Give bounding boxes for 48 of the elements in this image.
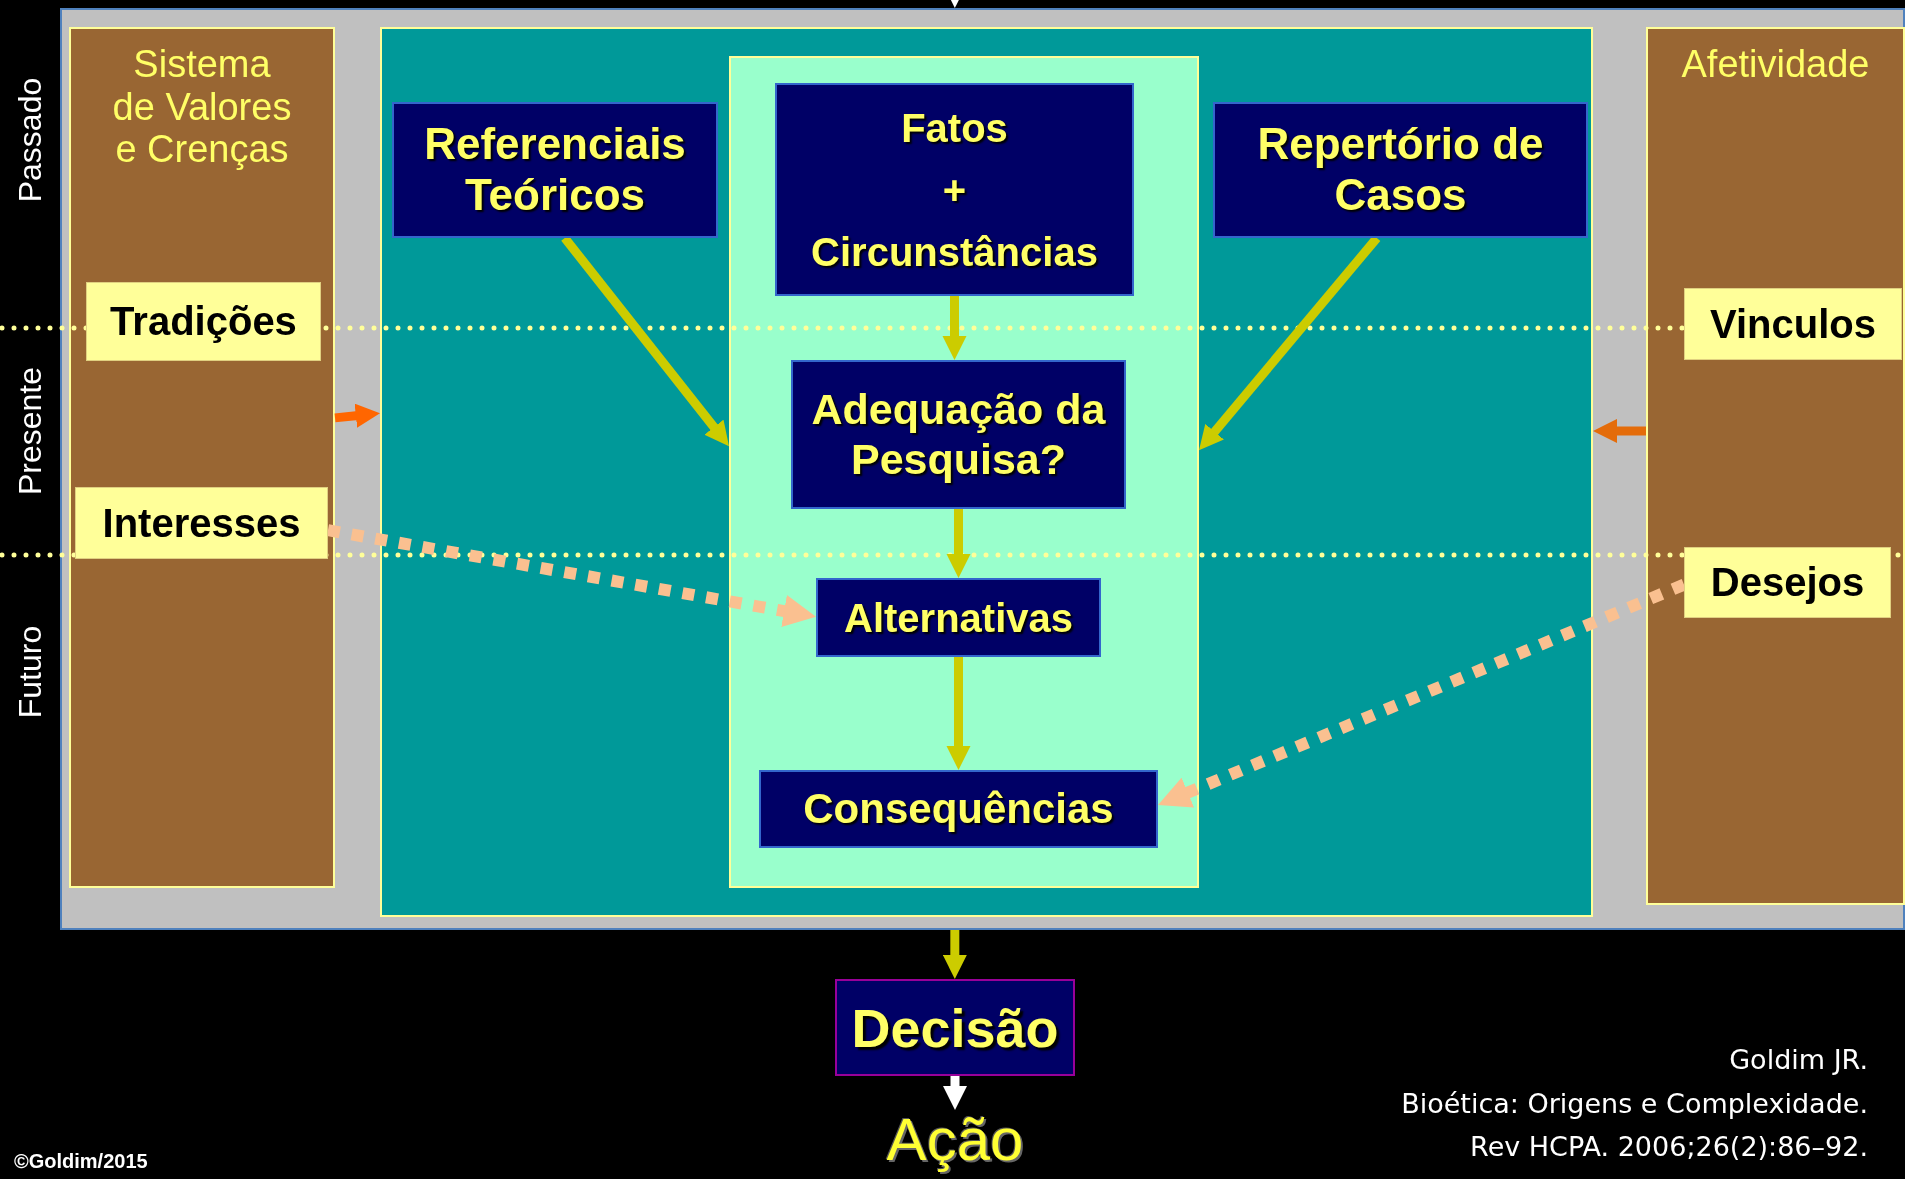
copyright-text: ©Goldim/2015: [14, 1150, 148, 1173]
process-box: [775, 83, 1134, 296]
process-panel: [729, 56, 1199, 888]
side-panel: [1646, 27, 1905, 905]
decision-label: Decisão: [851, 996, 1059, 1059]
arrow: [1158, 579, 1687, 808]
box-label: Repertório de Casos: [1256, 119, 1545, 221]
box-label: Referenciais Teóricos: [423, 119, 687, 221]
time-label: Presente: [11, 366, 49, 496]
side-panel: [69, 27, 335, 888]
note-label: Interesses: [102, 500, 301, 546]
arrow: [1199, 235, 1381, 451]
arrow: [326, 524, 816, 627]
arrow: [946, 657, 971, 770]
process-box: [1213, 102, 1588, 238]
reference-text: Goldim JR.: [1729, 1044, 1868, 1075]
arrow: [942, 1076, 968, 1110]
note-box: [1684, 288, 1902, 360]
arrow: [942, 296, 967, 360]
box-label: Consequências: [803, 784, 1114, 834]
time-label: Passado: [11, 77, 49, 203]
arrow: [334, 403, 380, 428]
panel-heading: Sistema de Valores e Crenças: [111, 43, 293, 171]
note-box: [86, 282, 321, 361]
box-label: Alternativas: [844, 594, 1073, 641]
process-box: [816, 578, 1101, 657]
note-label: Tradições: [110, 299, 297, 344]
process-box: [392, 102, 718, 238]
box-label: Adequação da Pesquisa?: [810, 385, 1107, 484]
note-box: [1684, 547, 1891, 618]
arrow: [561, 235, 729, 447]
decision-box: [835, 979, 1075, 1076]
note-label: Vinculos: [1710, 301, 1876, 347]
process-box: [759, 770, 1158, 848]
process-box: [791, 360, 1126, 509]
content-panel: [380, 27, 1593, 917]
time-label: Futuro: [11, 625, 49, 719]
arrow: [1593, 418, 1646, 444]
note-label: Desejos: [1710, 560, 1865, 605]
reference-text: Rev HCPA. 2006;26(2):86–92.: [1470, 1131, 1868, 1162]
box-label: Fatos + Circunstâncias: [810, 104, 1099, 276]
reference-text: Bioética: Origens e Complexidade.: [1401, 1088, 1868, 1119]
note-box: [75, 487, 328, 559]
frame-background: [60, 8, 1905, 930]
panel-heading: Afetividade: [1681, 43, 1870, 86]
action-label: Ação: [886, 1110, 1024, 1170]
arrow: [942, 930, 967, 979]
arrow: [946, 509, 971, 578]
